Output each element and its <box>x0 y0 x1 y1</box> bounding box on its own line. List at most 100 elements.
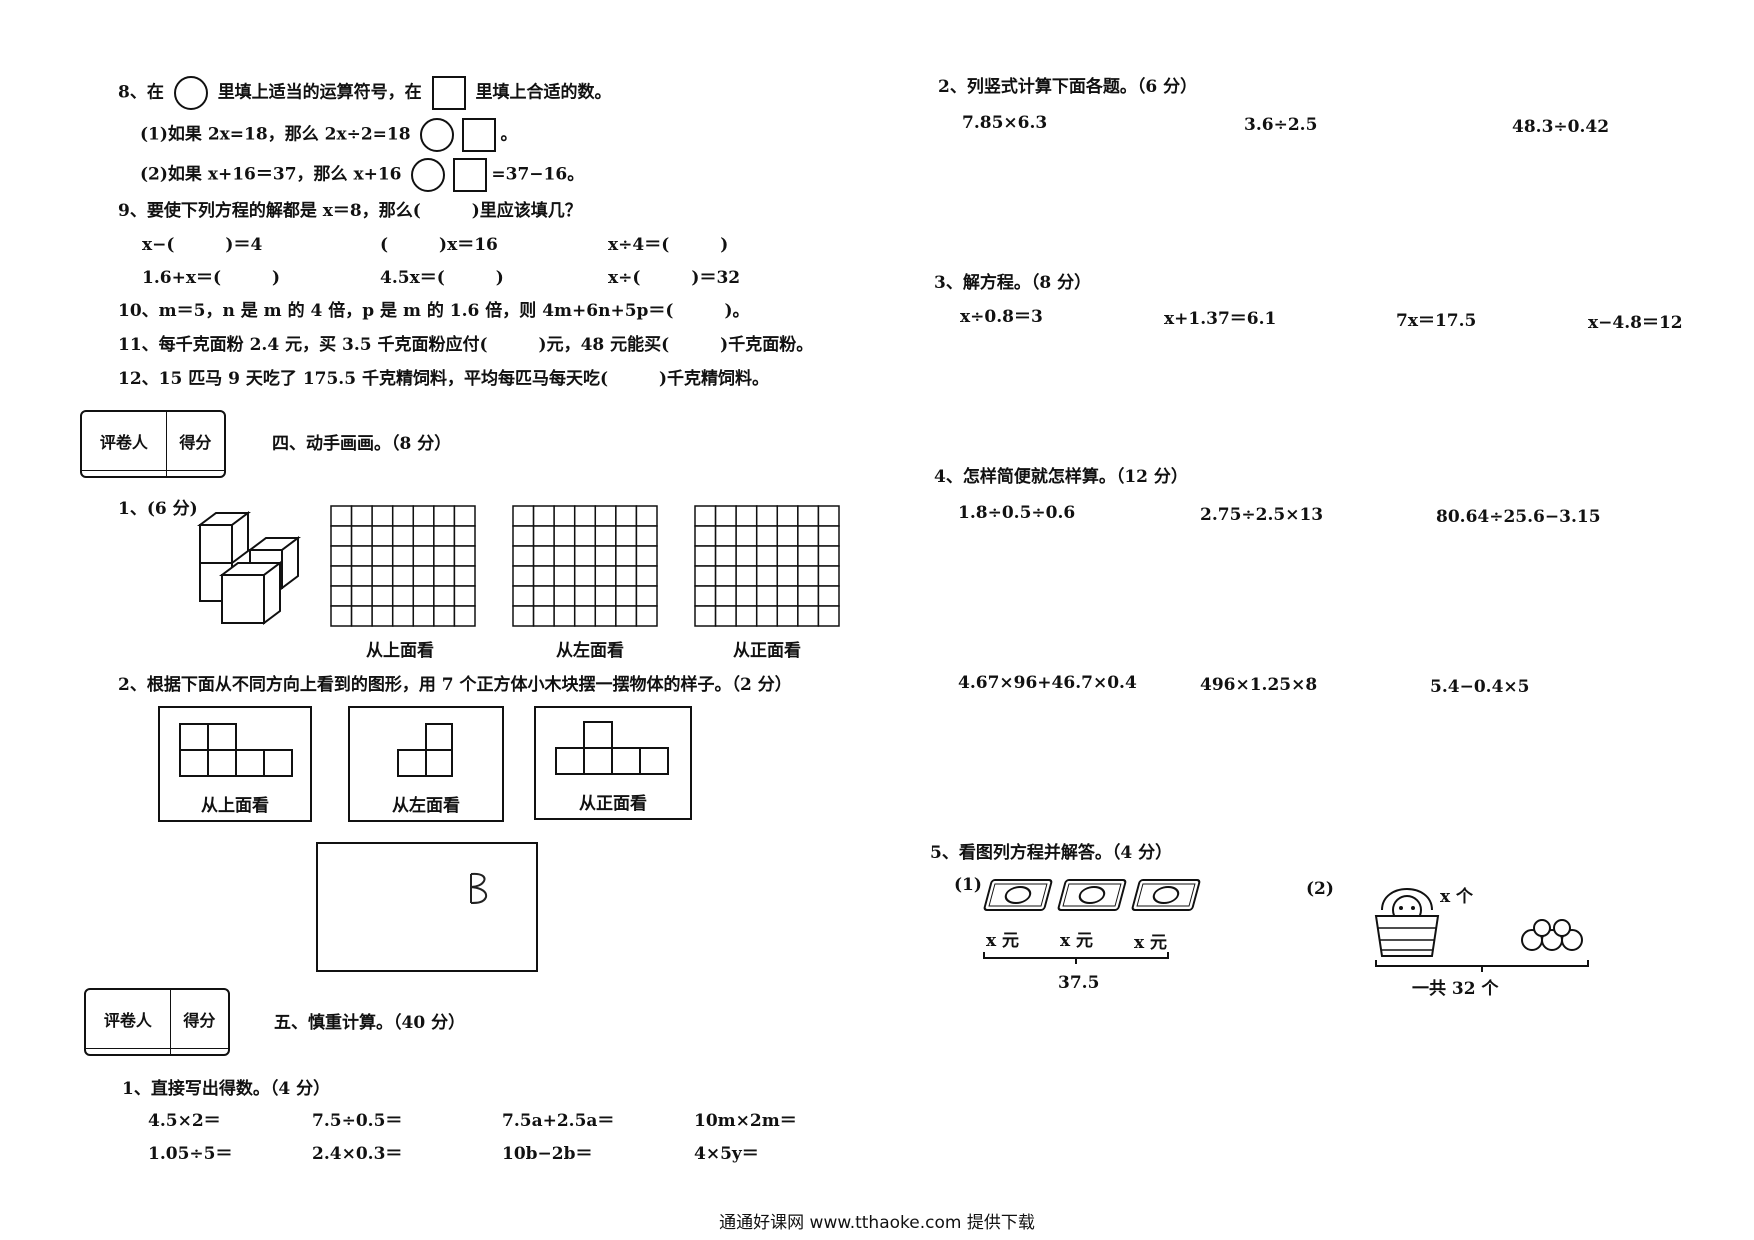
grid-cell[interactable] <box>776 525 799 547</box>
grid-cell[interactable] <box>594 565 617 587</box>
grid-cell[interactable] <box>817 565 840 587</box>
grid-cell[interactable] <box>573 505 597 527</box>
grid-cell[interactable] <box>755 605 779 627</box>
grid-cell[interactable] <box>512 585 535 607</box>
grid-cell[interactable] <box>371 525 394 547</box>
grid-cell[interactable] <box>532 505 555 527</box>
grid-cell[interactable] <box>412 565 435 587</box>
grid-cell[interactable] <box>412 545 435 567</box>
score-cell[interactable] <box>165 470 224 476</box>
grader-cell[interactable] <box>82 470 167 476</box>
grid-cell[interactable] <box>553 505 576 527</box>
grid-cell[interactable] <box>371 585 394 607</box>
grid-cell[interactable] <box>797 505 820 527</box>
grid-cell[interactable] <box>573 585 597 607</box>
operator-circle-2[interactable] <box>411 158 446 192</box>
grid-cell[interactable] <box>615 585 638 607</box>
grid-cell[interactable] <box>714 505 737 527</box>
grid-cell[interactable] <box>532 525 555 547</box>
grid-cell[interactable] <box>573 605 597 627</box>
grid-cell[interactable] <box>433 605 456 627</box>
grid-cell[interactable] <box>615 605 638 627</box>
grid-cell[interactable] <box>433 505 456 527</box>
grid-cell[interactable] <box>735 545 758 567</box>
grid-cell[interactable] <box>330 545 353 567</box>
grid-cell[interactable] <box>755 545 779 567</box>
grid-cell[interactable] <box>350 565 373 587</box>
grid-cell[interactable] <box>512 525 535 547</box>
grid-cell[interactable] <box>694 525 717 547</box>
grid-cell[interactable] <box>433 525 456 547</box>
grid-cell[interactable] <box>330 525 353 547</box>
grid-cell[interactable] <box>412 525 435 547</box>
grid-cell[interactable] <box>350 545 373 567</box>
operator-circle-1[interactable] <box>420 118 455 152</box>
grid-cell[interactable] <box>371 565 394 587</box>
score-cell[interactable] <box>169 1048 228 1054</box>
grid-cell[interactable] <box>330 565 353 587</box>
grid-cell[interactable] <box>755 565 779 587</box>
grid-cell[interactable] <box>635 605 658 627</box>
grid-cell[interactable] <box>553 525 576 547</box>
grid-cell[interactable] <box>350 585 373 607</box>
grid-cell[interactable] <box>594 525 617 547</box>
grid-cell[interactable] <box>350 525 373 547</box>
grid-cell[interactable] <box>735 565 758 587</box>
grid-cell[interactable] <box>391 525 415 547</box>
grid-cell[interactable] <box>797 605 820 627</box>
grid-cell[interactable] <box>817 505 840 527</box>
grid-front-view[interactable] <box>694 505 840 627</box>
grid-cell[interactable] <box>817 545 840 567</box>
grid-cell[interactable] <box>635 545 658 567</box>
grid-cell[interactable] <box>797 565 820 587</box>
grid-cell[interactable] <box>797 545 820 567</box>
grid-cell[interactable] <box>714 585 737 607</box>
grid-cell[interactable] <box>512 545 535 567</box>
grid-cell[interactable] <box>433 565 456 587</box>
grid-cell[interactable] <box>635 565 658 587</box>
answer-square-1[interactable] <box>462 118 497 152</box>
grid-cell[interactable] <box>532 565 555 587</box>
grid-top-view[interactable] <box>330 505 476 627</box>
grid-cell[interactable] <box>694 605 717 627</box>
grid-cell[interactable] <box>735 525 758 547</box>
grid-cell[interactable] <box>453 505 476 527</box>
grid-cell[interactable] <box>714 525 737 547</box>
grid-cell[interactable] <box>776 505 799 527</box>
grid-cell[interactable] <box>553 605 576 627</box>
grid-cell[interactable] <box>635 525 658 547</box>
grid-left-view[interactable] <box>512 505 658 627</box>
grid-cell[interactable] <box>594 605 617 627</box>
grid-cell[interactable] <box>371 505 394 527</box>
grid-cell[interactable] <box>817 605 840 627</box>
grid-cell[interactable] <box>532 605 555 627</box>
grid-cell[interactable] <box>817 525 840 547</box>
grid-cell[interactable] <box>553 565 576 587</box>
grid-cell[interactable] <box>391 505 415 527</box>
grid-cell[interactable] <box>694 545 717 567</box>
grid-cell[interactable] <box>776 545 799 567</box>
grid-cell[interactable] <box>453 545 476 567</box>
grid-cell[interactable] <box>433 545 456 567</box>
grid-cell[interactable] <box>573 525 597 547</box>
grid-cell[interactable] <box>714 605 737 627</box>
grid-cell[interactable] <box>615 525 638 547</box>
grid-cell[interactable] <box>391 605 415 627</box>
grid-cell[interactable] <box>735 505 758 527</box>
grid-cell[interactable] <box>615 545 638 567</box>
grid-cell[interactable] <box>735 585 758 607</box>
grid-cell[interactable] <box>330 505 353 527</box>
grid-cell[interactable] <box>817 585 840 607</box>
grid-cell[interactable] <box>532 545 555 567</box>
grid-cell[interactable] <box>453 585 476 607</box>
grid-cell[interactable] <box>350 605 373 627</box>
grid-cell[interactable] <box>433 585 456 607</box>
grid-cell[interactable] <box>330 585 353 607</box>
grid-cell[interactable] <box>776 585 799 607</box>
grid-cell[interactable] <box>797 525 820 547</box>
grid-cell[interactable] <box>635 505 658 527</box>
grid-cell[interactable] <box>594 545 617 567</box>
grid-cell[interactable] <box>412 605 435 627</box>
grid-cell[interactable] <box>714 545 737 567</box>
grid-cell[interactable] <box>694 565 717 587</box>
